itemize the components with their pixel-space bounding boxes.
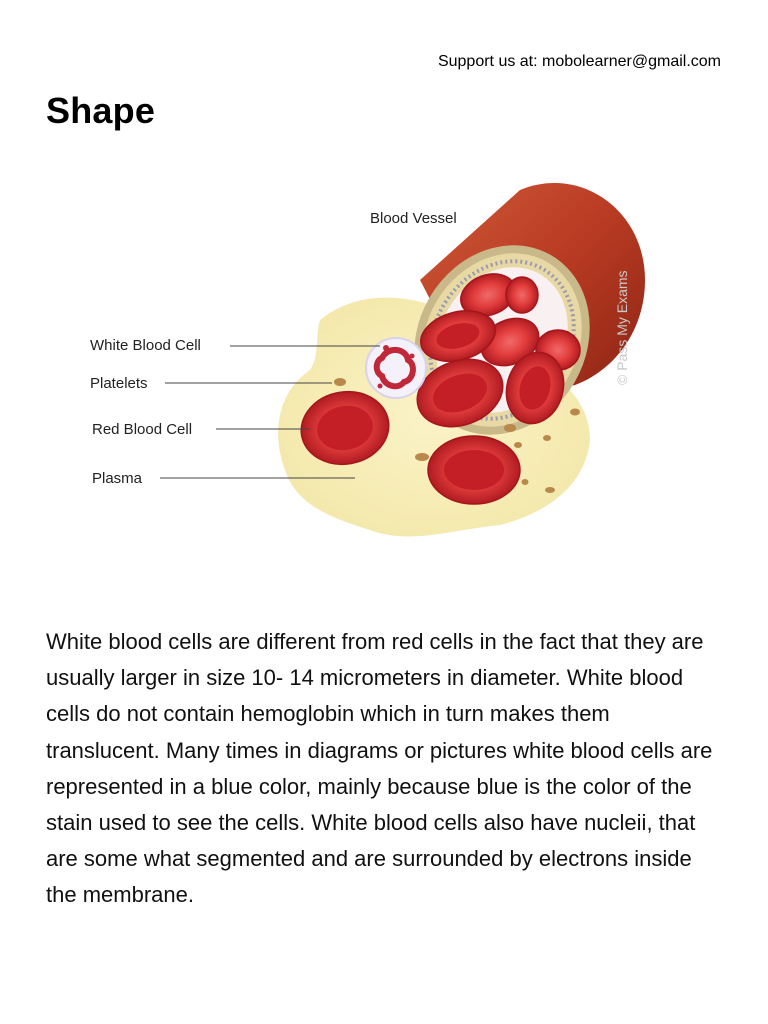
red-blood-cell-group: [300, 273, 581, 505]
label-plasma: Plasma: [92, 470, 143, 487]
blood-vessel-diagram: Blood Vessel White Blood Cell Platelets …: [70, 170, 690, 590]
label-platelets: Platelets: [90, 375, 148, 392]
section-heading: Shape: [46, 90, 156, 131]
white-blood-cell: [365, 337, 427, 399]
blood-vessel-illustration: Blood Vessel White Blood Cell Platelets …: [90, 183, 645, 537]
label-leader-lines: [160, 345, 380, 479]
label-red-blood-cell: Red Blood Cell: [92, 421, 192, 438]
label-white-blood-cell: White Blood Cell: [90, 337, 201, 354]
support-contact-text: Support us at: mobolearner@gmail.com: [437, 53, 721, 70]
watermark-text: © Pass My Exams: [614, 270, 630, 385]
label-blood-vessel: Blood Vessel: [370, 210, 457, 227]
body-paragraph: White blood cells are different from red…: [46, 629, 713, 908]
